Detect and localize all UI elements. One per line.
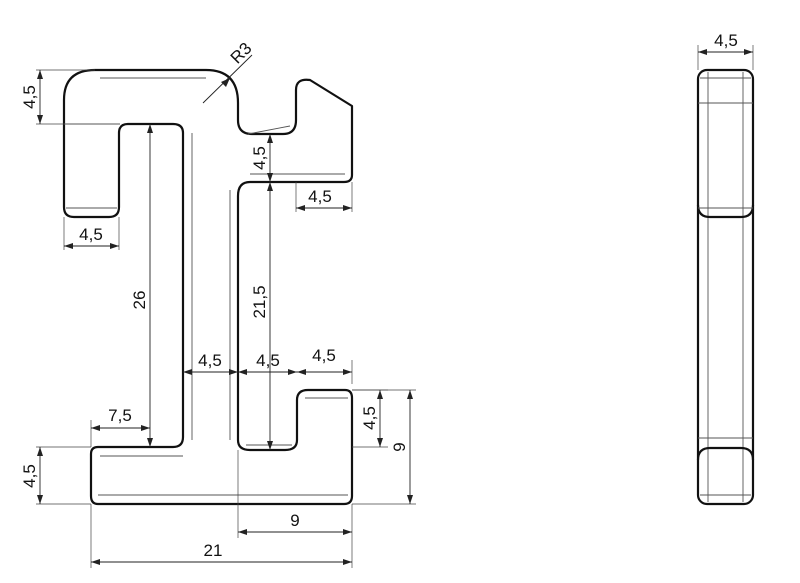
front-transition-upper	[696, 204, 755, 219]
dim-inner-height: 26	[130, 124, 153, 447]
dim-top-thickness: 4,5	[20, 69, 95, 125]
front-transition-lower	[696, 446, 755, 461]
side-view	[62, 68, 354, 506]
dim-right-base-width: 9	[237, 450, 353, 568]
dim-foot-offset-label: 7,5	[108, 406, 132, 425]
dim-hook-width: 4,5	[295, 182, 353, 212]
dim-top-thickness-label: 4,5	[20, 85, 39, 109]
dim-lip-height-label: 4,5	[360, 406, 379, 430]
dim-base-thickness-label: 4,5	[20, 464, 39, 488]
front-view: 4,5	[696, 31, 755, 506]
dim-left-leg-width: 4,5	[63, 217, 120, 250]
dim-radius-label: R3	[227, 39, 256, 68]
dim-right-base-width-label: 9	[290, 511, 299, 530]
dim-inner-height-label: 26	[130, 291, 149, 310]
dim-lip-height: 4,5	[352, 389, 388, 448]
upper-profile-outline	[62, 68, 354, 506]
dim-hook-step-label: 4,5	[250, 146, 269, 170]
dim-web-gap-right-label: 4,5	[256, 351, 280, 370]
dim-total-right-height-label: 9	[390, 442, 409, 451]
dim-overall-width: 21	[90, 504, 352, 568]
edge-hook-bottom	[247, 125, 291, 135]
dim-overall-width-label: 21	[204, 541, 223, 560]
front-view-outline	[696, 68, 755, 506]
dim-web-height-label: 21,5	[250, 285, 269, 318]
dim-lower-lip-width-label: 4,5	[312, 346, 336, 365]
dim-total-right-height: 9	[352, 389, 416, 505]
dim-front-thickness: 4,5	[697, 31, 754, 70]
dim-web-row: 4,5 4,5 4,5	[183, 346, 353, 384]
dim-left-leg-width-label: 4,5	[79, 225, 103, 244]
dim-web-gap-left-label: 4,5	[198, 351, 222, 370]
dim-hook-width-label: 4,5	[308, 187, 332, 206]
dim-foot-offset: 7,5	[90, 406, 150, 447]
dimensions: 4,5 R3 4,5 26 4,5	[20, 39, 416, 568]
dim-hook-step: 4,5	[250, 134, 273, 182]
dim-web-height: 21,5	[250, 182, 273, 450]
dim-front-thickness-label: 4,5	[714, 31, 738, 50]
dim-base-thickness: 4,5	[20, 446, 91, 505]
